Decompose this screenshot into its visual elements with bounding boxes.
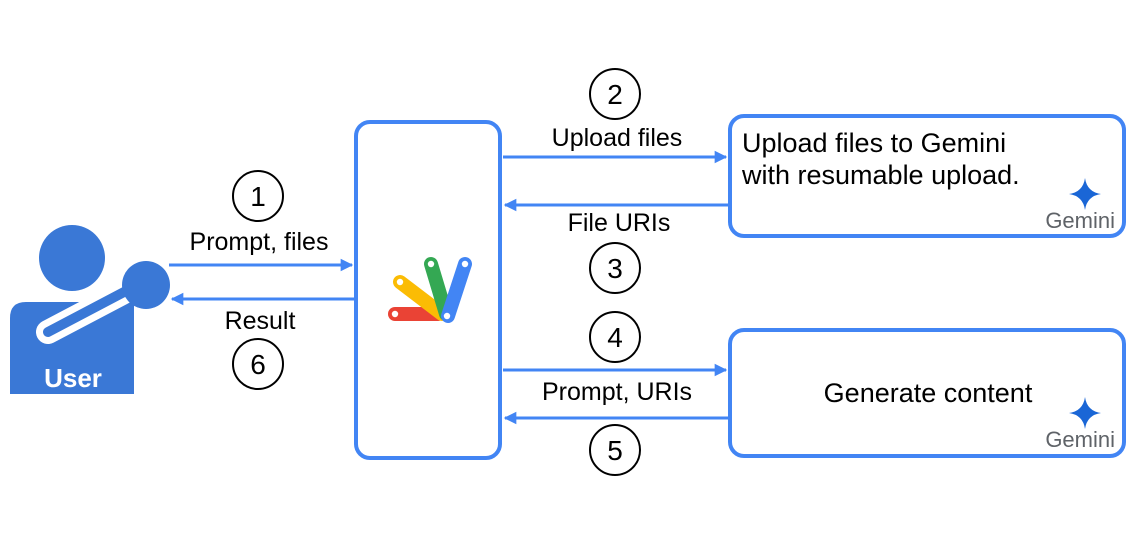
step-1-number: 1	[250, 181, 266, 212]
step-1-circle	[232, 170, 284, 222]
generate-box	[728, 328, 1126, 458]
label-prompt-uris: Prompt, URIs	[542, 378, 692, 406]
label-file-uris: File URIs	[568, 209, 671, 237]
apps-script-logo	[388, 257, 472, 323]
step-2-number: 2	[607, 79, 623, 110]
label-upload-files: Upload files	[552, 124, 683, 152]
step-4-number: 4	[607, 322, 623, 353]
step-3-circle	[589, 242, 641, 294]
generate-box-text: Generate content	[824, 378, 1033, 408]
step-5-circle	[589, 424, 641, 476]
label-result: Result	[225, 307, 296, 335]
gemini-star-icon	[1069, 178, 1101, 210]
step-4-circle	[589, 311, 641, 363]
step-6-circle	[232, 338, 284, 390]
upload-box-gemini-brand: Gemini	[1045, 208, 1115, 233]
upload-box-line-1: Upload files to Gemini	[742, 128, 1006, 158]
step-3-number: 3	[607, 253, 623, 284]
generate-box-gemini-brand: Gemini	[1045, 427, 1115, 452]
upload-box	[728, 114, 1126, 238]
apps-script-box	[354, 120, 502, 460]
label-prompt-files: Prompt, files	[190, 228, 329, 256]
upload-box-line-2: with resumable upload.	[741, 160, 1020, 190]
gemini-star-icon	[1069, 397, 1101, 429]
step-6-number: 6	[250, 349, 266, 380]
user-label: User	[44, 363, 102, 393]
step-2-circle	[589, 68, 641, 120]
user-presenter-icon	[10, 225, 170, 394]
step-5-number: 5	[607, 435, 623, 466]
